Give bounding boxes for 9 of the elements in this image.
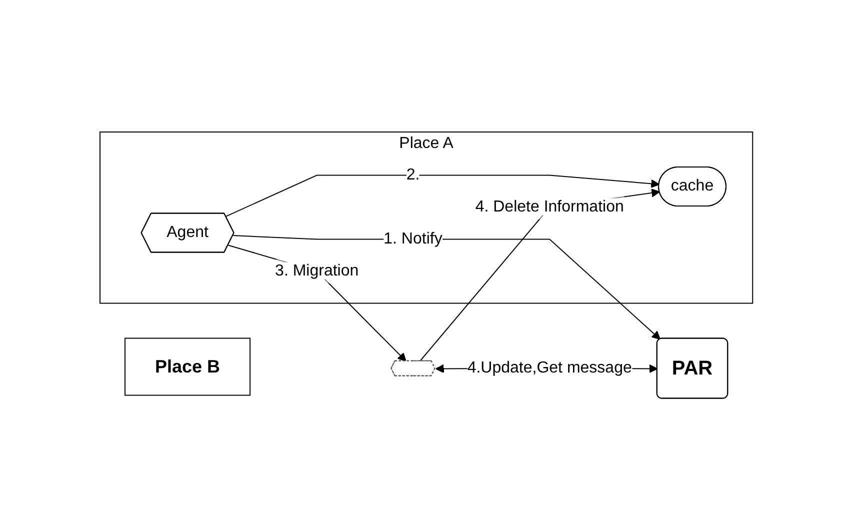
node-box: Place B xyxy=(124,338,250,396)
edge-label: 2. xyxy=(406,166,420,184)
edge-label: 4.Update,Get message xyxy=(467,360,632,377)
arrow xyxy=(419,188,660,362)
edge-label: 4. Delete Information xyxy=(475,198,624,216)
edge-label: 1. Notify xyxy=(383,230,442,248)
edge-label: 3. Migration xyxy=(274,262,358,280)
arrow xyxy=(232,235,660,340)
arrow xyxy=(227,245,406,362)
